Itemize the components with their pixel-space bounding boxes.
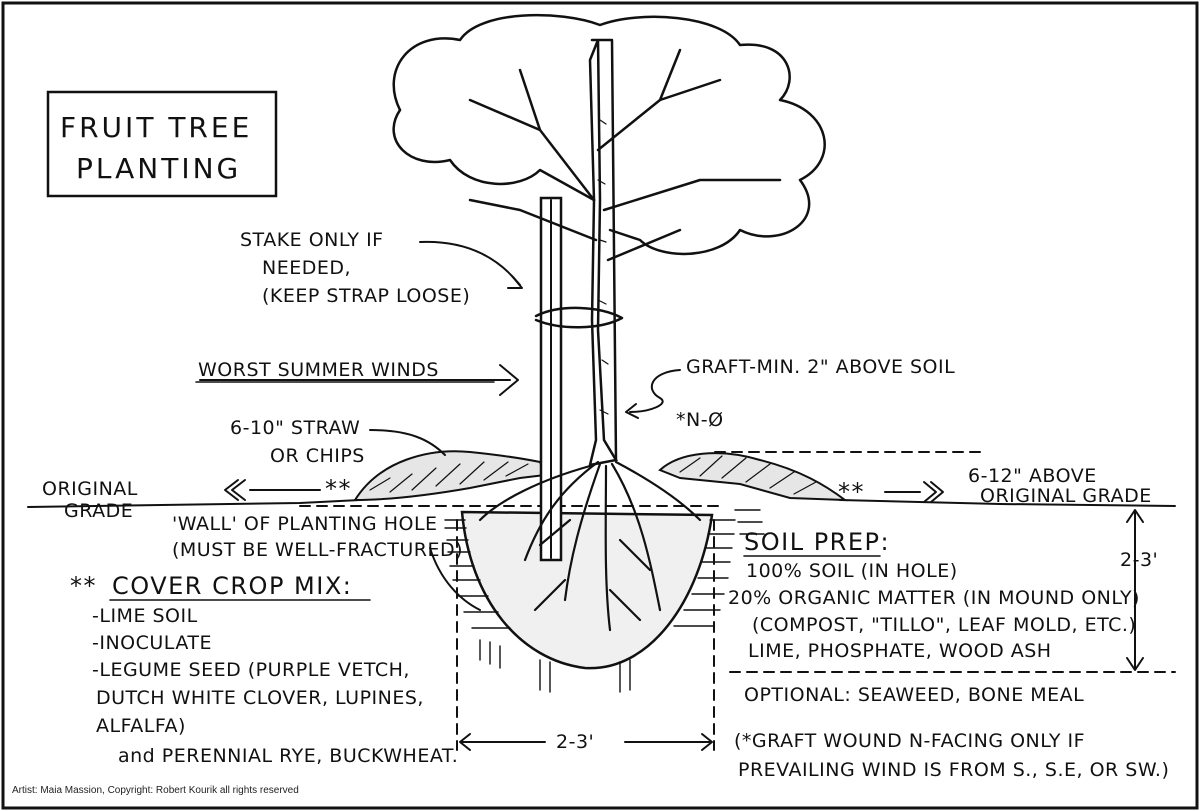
artist-credit: Artist: Maia Massion, Copyright: Robert … bbox=[12, 785, 299, 796]
title-box: FRUIT TREE PLANTING bbox=[46, 90, 278, 198]
title-line-1: FRUIT TREE bbox=[60, 111, 252, 144]
tree-strap bbox=[534, 306, 624, 329]
mound-height-line-2: ORIGINAL GRADE bbox=[980, 485, 1152, 507]
straw-label: 6-10" STRAW OR CHIPS bbox=[230, 417, 365, 467]
cover-crop-prefix: ** bbox=[70, 572, 97, 600]
title-line-2: PLANTING bbox=[76, 152, 241, 185]
cover-crop-item-2: -INOCULATE bbox=[92, 632, 212, 654]
stake-label: STAKE ONLY IF NEEDED, (KEEP STRAP LOOSE) bbox=[240, 229, 470, 307]
tree-roots bbox=[478, 460, 702, 632]
width-label: 2-3' bbox=[556, 731, 594, 753]
stake-label-line-2: NEEDED, bbox=[262, 257, 351, 279]
cover-crop-item-3: -LEGUME SEED (PURPLE VETCH, bbox=[92, 659, 410, 681]
stake-label-line-3: (KEEP STRAP LOOSE) bbox=[262, 285, 470, 307]
soil-prep-item-4: LIME, PHOSPHATE, WOOD ASH bbox=[748, 640, 1052, 662]
cover-crop-heading: COVER CROP MIX: bbox=[112, 572, 352, 600]
soil-prep-block: SOIL PREP: 100% SOIL (IN HOLE) 20% ORGAN… bbox=[728, 528, 1140, 706]
graft-note: (*GRAFT WOUND N-FACING ONLY IF PREVAILIN… bbox=[734, 730, 1169, 781]
tree-canopy bbox=[392, 13, 826, 262]
graft-label: GRAFT-MIN. 2" ABOVE SOIL bbox=[686, 356, 955, 378]
original-grade-line bbox=[27, 499, 1176, 508]
cover-crop-item-5: ALFALFA) bbox=[96, 715, 186, 737]
cover-crop-item-4: DUTCH WHITE CLOVER, LUPINES, bbox=[96, 687, 424, 709]
graft-marker: *N-Ø bbox=[676, 409, 724, 431]
mound-height-line-1: 6-12" ABOVE bbox=[968, 465, 1097, 487]
mound-height-label: 6-12" ABOVE ORIGINAL GRADE bbox=[968, 465, 1152, 507]
graft-note-line-1: (*GRAFT WOUND N-FACING ONLY IF bbox=[734, 730, 1085, 752]
dashed-reference-lines bbox=[299, 451, 1176, 751]
soil-prep-item-3: (COMPOST, "TILLO", LEAF MOLD, ETC.) bbox=[752, 614, 1136, 636]
original-grade-line-1: ORIGINAL bbox=[42, 478, 138, 500]
soil-prep-item-1: 100% SOIL (IN HOLE) bbox=[746, 560, 958, 582]
soil-prep-heading: SOIL PREP: bbox=[744, 528, 890, 556]
original-grade-label: ORIGINAL GRADE bbox=[42, 478, 138, 522]
stake-label-line-1: STAKE ONLY IF bbox=[240, 229, 384, 251]
annotation-arrows bbox=[199, 240, 1144, 751]
stake bbox=[539, 196, 563, 562]
wall-label: 'WALL' OF PLANTING HOLE (MUST BE WELL-FR… bbox=[172, 513, 463, 561]
right-double-star-marker: ** bbox=[838, 478, 865, 506]
cover-crop-block: ** COVER CROP MIX: -LIME SOIL -INOCULATE… bbox=[70, 572, 458, 767]
soil-prep-item-2: 20% ORGANIC MATTER (IN MOUND ONLY) bbox=[728, 587, 1140, 609]
soil-prep-optional: OPTIONAL: SEAWEED, BONE MEAL bbox=[744, 684, 1084, 706]
graft-note-line-2: PREVAILING WIND IS FROM S., S.E, OR SW.) bbox=[738, 759, 1169, 781]
left-double-star-marker: ** bbox=[325, 475, 352, 503]
original-grade-line-2: GRADE bbox=[64, 500, 133, 522]
right-mulch-mound bbox=[658, 452, 849, 502]
planting-hole bbox=[444, 509, 765, 693]
straw-label-line-2: OR CHIPS bbox=[270, 445, 365, 467]
tree-trunk bbox=[588, 38, 618, 467]
cover-crop-item-6: and PERENNIAL RYE, BUCKWHEAT. bbox=[118, 745, 458, 767]
depth-label: 2-3' bbox=[1120, 549, 1158, 571]
wall-label-line-2: (MUST BE WELL-FRACTURED) bbox=[172, 539, 463, 561]
wall-label-line-1: 'WALL' OF PLANTING HOLE bbox=[172, 513, 438, 535]
winds-label: WORST SUMMER WINDS bbox=[198, 359, 439, 381]
straw-label-line-1: 6-10" STRAW bbox=[230, 417, 360, 439]
left-mulch-mound bbox=[353, 450, 547, 502]
cover-crop-item-1: -LIME SOIL bbox=[92, 605, 198, 627]
